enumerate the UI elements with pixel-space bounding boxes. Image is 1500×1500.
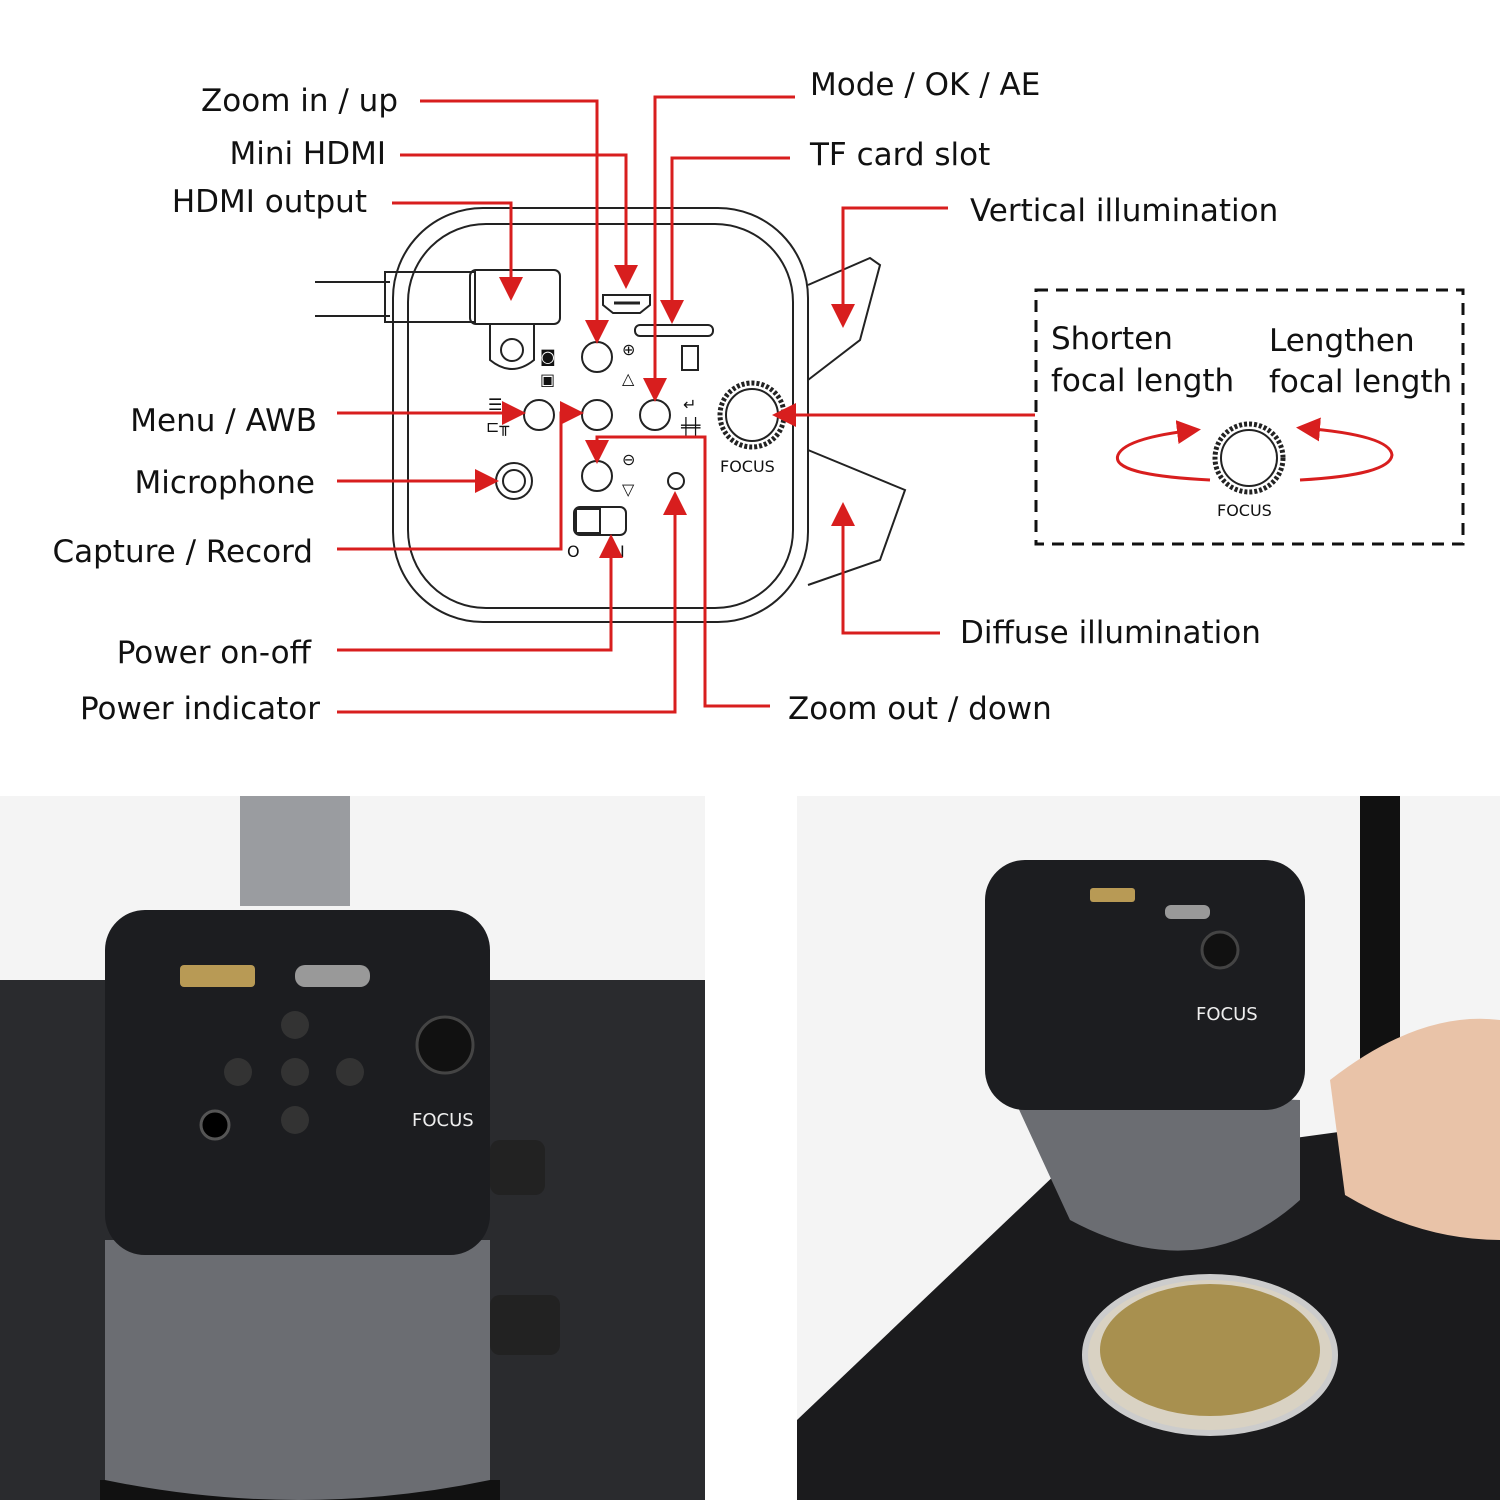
focus-explanation-box: Shorten focal length Lengthen focal leng… xyxy=(1034,288,1465,546)
label-mini-hdmi: Mini HDMI xyxy=(229,136,386,172)
focus-knob-diagram xyxy=(1212,421,1286,495)
label-diffuse-illumination: Diffuse illumination xyxy=(960,615,1261,651)
camera-icon: ◙ xyxy=(540,347,556,366)
hdmi-cable xyxy=(315,281,390,317)
camera-panel-outline: O I ⊕ △ ⊖ ▽ ◙ ▣ ☰ ⊏╥ ↵ ╪╪ FOCUS xyxy=(315,207,907,623)
focus-label: FOCUS xyxy=(720,457,775,476)
label-hdmi-output: HDMI output xyxy=(172,184,367,220)
zoom-out-icon: ⊖ xyxy=(622,450,635,469)
label-capture-record: Capture / Record xyxy=(52,534,313,570)
hdmi-output-plug xyxy=(469,269,561,325)
label-power-indicator: Power indicator xyxy=(80,691,320,727)
zoom-out-button[interactable] xyxy=(581,460,613,492)
down-triangle-icon: ▽ xyxy=(622,480,635,499)
capture-record-button[interactable] xyxy=(581,399,613,431)
shorten-arrow xyxy=(1115,420,1211,482)
label-mode-ok-ae: Mode / OK / AE xyxy=(810,67,1040,103)
focus-knob-label: FOCUS xyxy=(1217,501,1272,520)
exposure-icon: ╪╪ xyxy=(680,416,701,436)
zoom-in-button[interactable] xyxy=(581,341,613,373)
lengthen-label-2: focal length xyxy=(1269,364,1452,400)
key-icon: ⊏╥ xyxy=(486,417,509,436)
photo-right-focus-label: FOCUS xyxy=(1196,1004,1258,1025)
shorten-label-2: focal length xyxy=(1051,363,1234,399)
photo-in-use-view: FOCUS xyxy=(797,796,1500,1500)
focus-knob[interactable] xyxy=(717,380,787,450)
label-zoom-in-up: Zoom in / up xyxy=(201,83,398,119)
up-triangle-icon: △ xyxy=(622,369,635,388)
tf-card-slot xyxy=(634,324,714,337)
label-tf-card-slot: TF card slot xyxy=(809,137,990,173)
label-menu-awb: Menu / AWB xyxy=(130,403,317,439)
menu-icon: ☰ xyxy=(488,395,502,414)
video-icon: ▣ xyxy=(540,370,555,389)
vertical-illumination-arm xyxy=(807,256,882,381)
enter-icon: ↵ xyxy=(683,395,696,414)
shorten-label-1: Shorten xyxy=(1051,321,1173,357)
switch-on-mark: I xyxy=(620,542,625,561)
label-zoom-out-down: Zoom out / down xyxy=(788,691,1052,727)
label-vertical-illumination: Vertical illumination xyxy=(970,193,1278,229)
zoom-in-icon: ⊕ xyxy=(622,340,635,359)
label-microphone: Microphone xyxy=(135,465,315,501)
mode-ok-button[interactable] xyxy=(639,399,671,431)
microphone-jack xyxy=(495,462,533,500)
diffuse-illumination-arm xyxy=(807,449,907,586)
power-indicator-led xyxy=(667,472,685,490)
photo-front-view: FOCUS xyxy=(0,796,705,1500)
switch-off-mark: O xyxy=(567,542,580,561)
menu-awb-button[interactable] xyxy=(523,399,555,431)
photo-left-focus-label: FOCUS xyxy=(412,1110,474,1131)
label-power-on-off: Power on-off xyxy=(117,635,312,671)
lengthen-arrow xyxy=(1296,417,1394,482)
mini-hdmi-port xyxy=(602,294,651,314)
lengthen-label-1: Lengthen xyxy=(1269,323,1415,359)
leader-lines xyxy=(337,95,1035,714)
